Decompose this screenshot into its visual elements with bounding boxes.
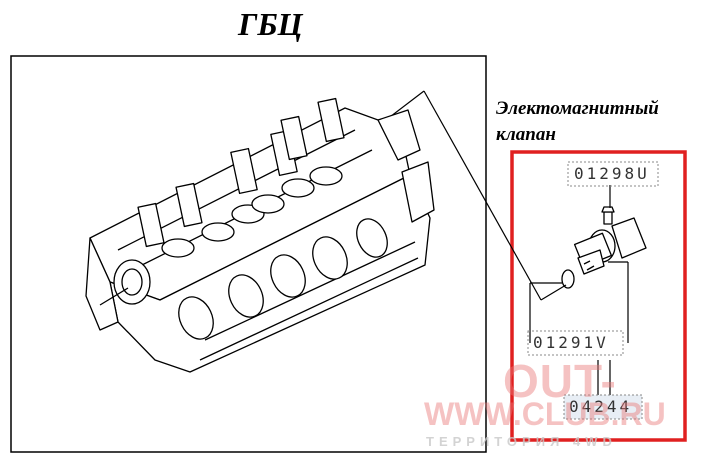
cylinder-head-frame (10, 55, 487, 453)
callout-line-1: Электомагнитный (496, 98, 659, 119)
cylinder-head-drawing (85, 97, 435, 373)
ports (178, 218, 388, 340)
watermark-line-3: ТЕРРИТОРИЯ 4WD (426, 434, 617, 449)
part-leader-lines (529, 185, 629, 395)
label-box-01291V (527, 330, 624, 356)
part-number-01298U: 01298U (574, 164, 650, 183)
part-number-01291V: 01291V (533, 333, 609, 352)
solenoid-highlight-frame (510, 150, 687, 442)
watermark-line-1: OUT- (503, 355, 617, 407)
watermark-line-2: WWW.CLUB.RU (424, 396, 666, 432)
rocker-arms (161, 166, 343, 258)
o-ring-drawing (561, 269, 575, 289)
label-box-01298U (567, 161, 659, 187)
callout-line-2: клапан (496, 124, 556, 145)
callout-label: Электомагнитный клапан (496, 96, 711, 148)
part-number-04244: 04244 (569, 397, 633, 416)
valve-stems (137, 97, 345, 248)
diagram-title: ГБЦ (238, 6, 303, 42)
label-box-04244 (563, 394, 643, 420)
solenoid-valve-drawing (573, 206, 647, 275)
